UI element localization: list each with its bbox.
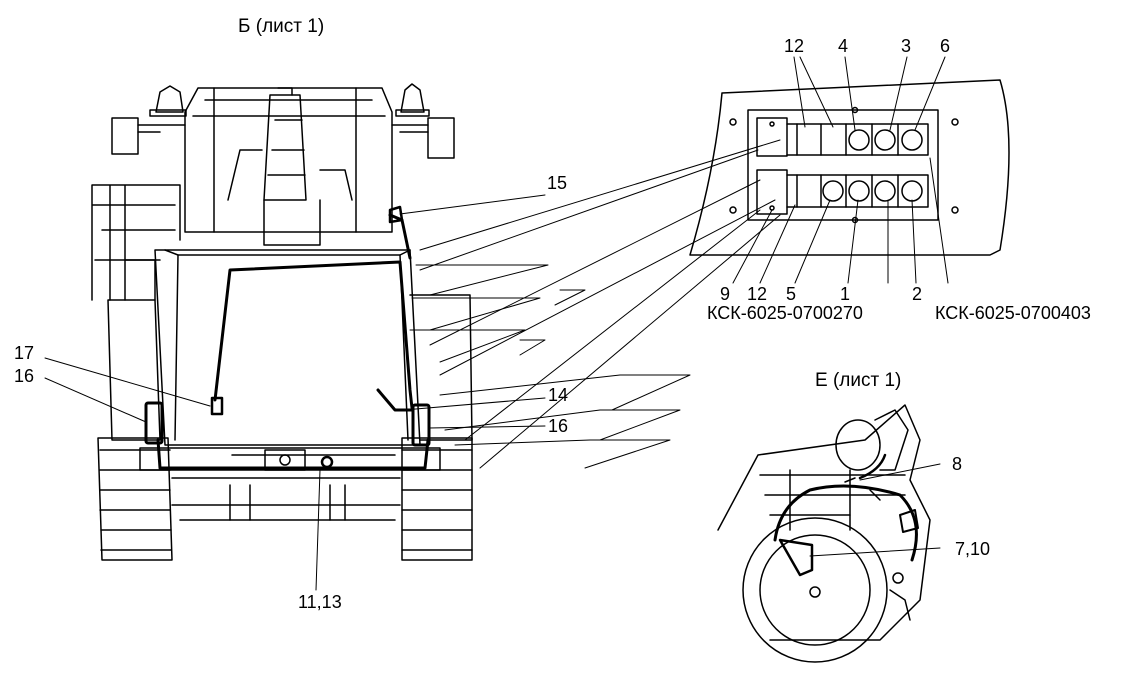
leader-lines-panel xyxy=(732,56,949,284)
callout-4: 4 xyxy=(838,36,849,56)
callout-1: 1 xyxy=(840,284,851,304)
callout-8: 8 xyxy=(952,454,963,474)
callout-16-right: 16 xyxy=(548,416,569,436)
callout-15: 15 xyxy=(547,173,568,193)
view-b-title: Б (лист 1) xyxy=(238,16,325,37)
view-e-detail xyxy=(717,404,931,663)
callout-11-13: 11,13 xyxy=(298,592,342,612)
callout-17: 17 xyxy=(14,343,35,363)
callout-12-top: 12 xyxy=(784,36,805,56)
callout-3: 3 xyxy=(901,36,912,56)
callout-9: 9 xyxy=(720,284,731,304)
callout-16-left: 16 xyxy=(14,366,35,386)
callout-12-bottom: 12 xyxy=(747,284,768,304)
part-code-right: КСК-6025-0700403 xyxy=(935,303,1091,323)
callout-2: 2 xyxy=(912,284,923,304)
callout-7-10: 7,10 xyxy=(955,539,991,559)
view-e-title: Е (лист 1) xyxy=(815,370,902,391)
leader-lines-e xyxy=(809,463,941,557)
callout-5: 5 xyxy=(786,284,797,304)
projection-lines xyxy=(409,139,781,469)
machine-rear-view xyxy=(91,83,473,561)
connector-panel xyxy=(689,79,1010,256)
callout-6: 6 xyxy=(940,36,951,56)
callout-14: 14 xyxy=(548,385,569,405)
part-code-left: КСК-6025-0700270 xyxy=(707,303,863,323)
leader-lines-b xyxy=(44,194,546,591)
